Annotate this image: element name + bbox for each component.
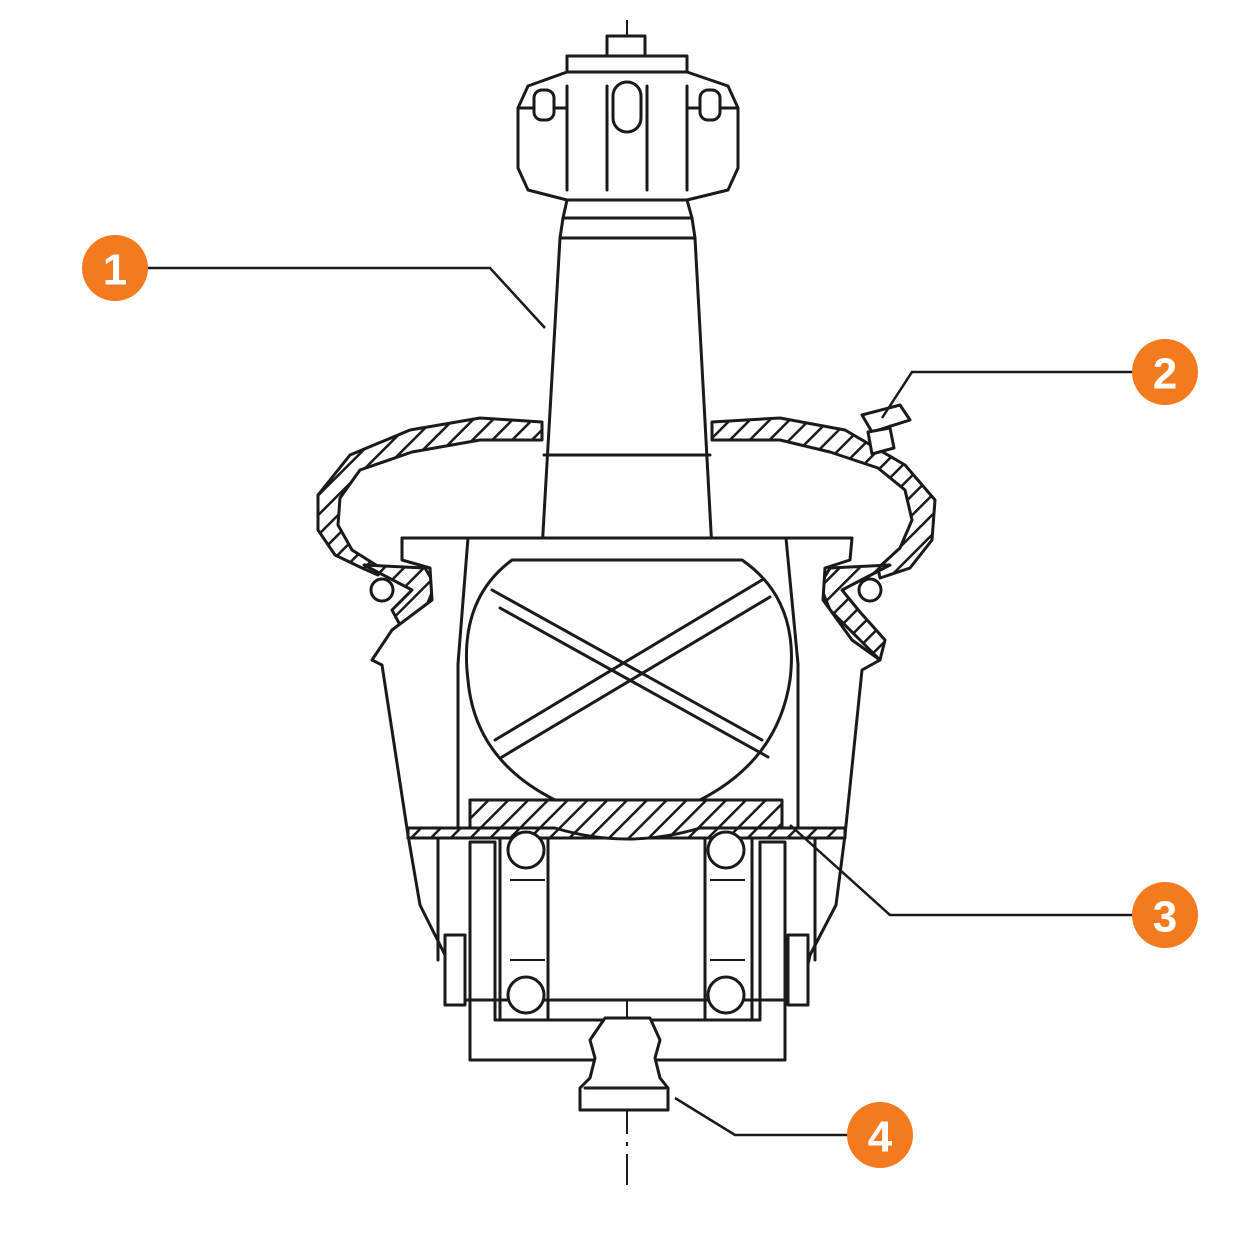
leader-line-4 bbox=[674, 1096, 848, 1137]
leader-line-1 bbox=[148, 266, 546, 329]
callout-label: 3 bbox=[1153, 893, 1177, 942]
ball-stud bbox=[540, 198, 714, 552]
leader-line-3 bbox=[789, 824, 1135, 917]
callout-label: 4 bbox=[868, 1113, 893, 1162]
boot-clip bbox=[860, 403, 912, 456]
callout-label: 1 bbox=[103, 246, 127, 295]
callout-3: 3 bbox=[1132, 882, 1198, 948]
callout-4: 4 bbox=[847, 1102, 913, 1168]
leader-line-2 bbox=[880, 370, 1135, 419]
stud-ball bbox=[464, 558, 793, 802]
callout-1: 1 bbox=[82, 235, 148, 301]
castle-nut bbox=[516, 34, 740, 202]
callout-2: 2 bbox=[1132, 339, 1198, 405]
bearing-seat bbox=[468, 798, 784, 841]
callout-label: 2 bbox=[1153, 350, 1177, 399]
grease-plug bbox=[578, 1016, 670, 1112]
spring-cup bbox=[468, 830, 787, 1062]
